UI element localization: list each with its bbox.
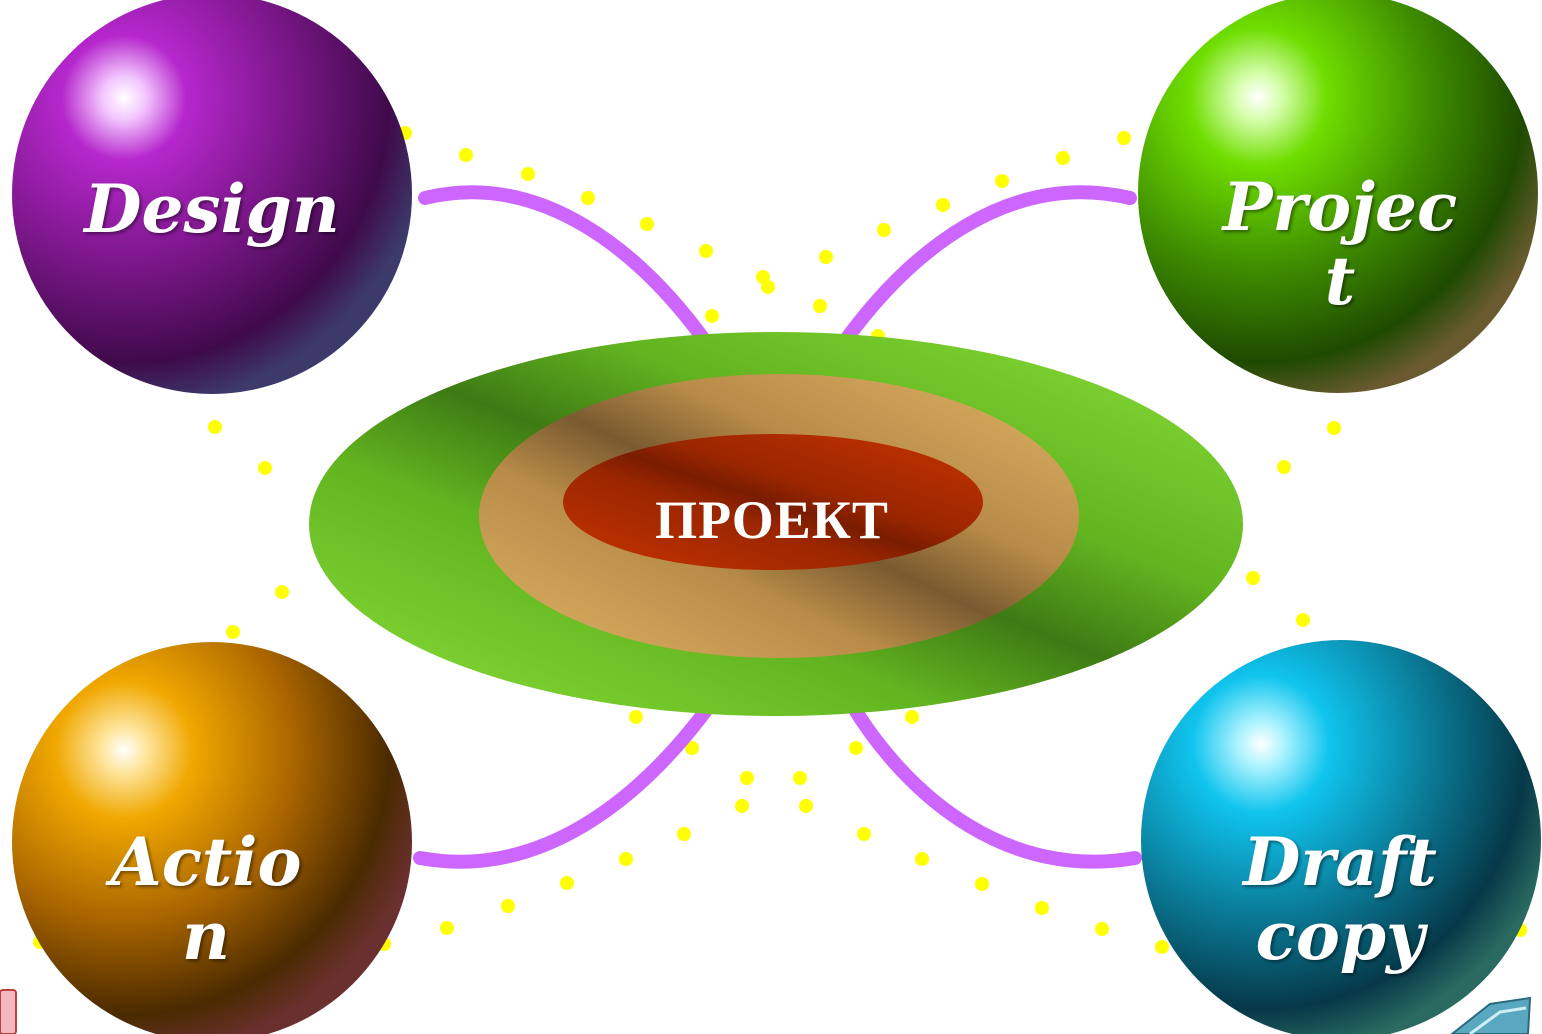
decorative-dot: [819, 250, 833, 264]
decorative-dot: [1296, 613, 1310, 627]
decorative-dot: [793, 771, 807, 785]
decorative-dot: [936, 198, 950, 212]
decorative-dot: [735, 799, 749, 813]
connectors: [413, 185, 1142, 869]
decorative-dot: [849, 741, 863, 755]
slide-nav-back-icon[interactable]: [0, 989, 17, 1034]
sphere-project[interactable]: [1138, 0, 1538, 393]
decorative-dot: [1117, 131, 1131, 145]
decorative-dot: [740, 771, 754, 785]
node-label-project: Projec t: [1222, 168, 1458, 320]
decorative-dot: [905, 710, 919, 724]
decorative-dot: [975, 877, 989, 891]
decorative-dot: [629, 710, 643, 724]
slide-nav-book-icon[interactable]: [1450, 996, 1532, 1034]
central-target: [309, 332, 1243, 716]
decorative-dot: [581, 191, 595, 205]
decorative-dot: [226, 625, 240, 639]
node-label-action: Actio n: [110, 823, 302, 975]
decorative-dot: [813, 299, 827, 313]
decorative-dot: [1095, 922, 1109, 936]
decorative-dot: [1327, 421, 1341, 435]
connector-design: [418, 185, 715, 352]
decorative-dot: [685, 741, 699, 755]
decorative-dot: [640, 217, 654, 231]
sphere-draft[interactable]: [1141, 640, 1541, 1034]
decorative-dot: [459, 148, 473, 162]
decorative-dot: [440, 921, 454, 935]
decorative-dot: [275, 585, 289, 599]
decorative-dot: [761, 280, 775, 294]
decorative-dot: [619, 852, 633, 866]
decorative-dot: [1056, 151, 1070, 165]
inner-ring: [563, 434, 983, 570]
connector-draft: [845, 698, 1142, 869]
decorative-dot: [560, 876, 574, 890]
decorative-dot: [1035, 901, 1049, 915]
decorative-dot: [995, 174, 1009, 188]
decorative-dot: [501, 899, 515, 913]
connector-project: [835, 185, 1137, 352]
decorative-dot: [857, 827, 871, 841]
decorative-dot: [677, 827, 691, 841]
sphere-design[interactable]: [12, 0, 412, 394]
decorative-dot: [705, 309, 719, 323]
node-label-design: Design: [84, 170, 340, 249]
decorative-dot: [521, 167, 535, 181]
decorative-dot: [258, 461, 272, 475]
decorative-dot: [1155, 940, 1169, 954]
decorative-dot: [208, 420, 222, 434]
decorative-dot: [799, 799, 813, 813]
decorative-dot: [699, 244, 713, 258]
sphere-action[interactable]: [12, 642, 412, 1034]
decorative-dot: [1246, 571, 1260, 585]
decorative-dot: [1277, 460, 1291, 474]
center-label: ПРОЕКТ: [655, 490, 889, 550]
node-label-draft: Draft copy: [1243, 823, 1437, 975]
connector-action: [413, 698, 717, 869]
decorative-dot: [877, 223, 891, 237]
decorative-dots: [33, 126, 1527, 954]
decorative-dot: [915, 852, 929, 866]
